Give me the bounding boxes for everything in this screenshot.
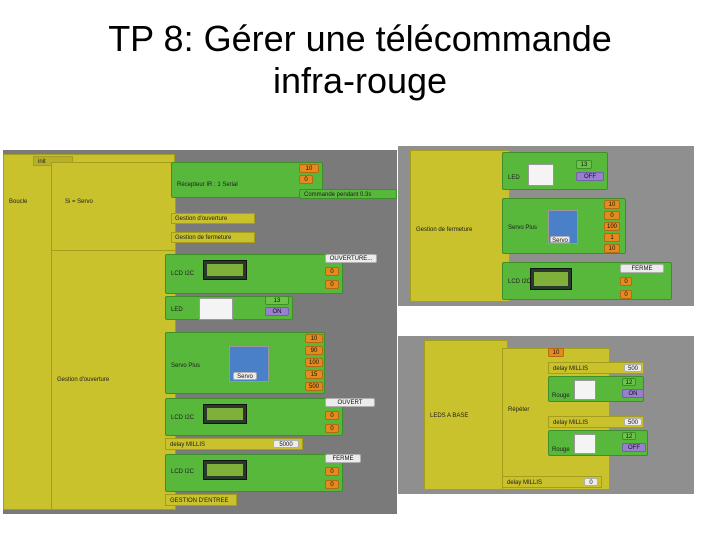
- rb-delay3-value[interactable]: 0: [584, 478, 598, 486]
- rb-led2-image: [574, 434, 596, 454]
- lcd1-block[interactable]: [165, 254, 343, 294]
- rt-lcd-text-field[interactable]: FERME: [620, 264, 664, 273]
- rt-servo-pin-field[interactable]: 10: [604, 200, 620, 209]
- delay-label: delay MILLIS: [170, 442, 206, 448]
- rt-lcd-label: LCD I2C: [508, 279, 532, 285]
- led-image: [199, 298, 233, 320]
- rt-servo-speed-field[interactable]: 100: [604, 222, 620, 231]
- rb-delay1-block[interactable]: delay MILLIS: [548, 362, 644, 374]
- rt-led-image: [528, 164, 554, 186]
- lcd3-block[interactable]: [165, 454, 343, 492]
- lcd3-image: [203, 460, 247, 480]
- right-top-block-editor[interactable]: Gestion de fermeture LED 13 OFF Servo Pl…: [398, 146, 694, 306]
- rt-servo-angle-field[interactable]: 0: [604, 211, 620, 220]
- leds-a-base-block[interactable]: [424, 340, 508, 490]
- rb-delay2-label: delay MILLIS: [553, 420, 589, 426]
- rb-delay3-label: delay MILLIS: [507, 480, 543, 486]
- rb-delay2-value[interactable]: 500: [624, 418, 642, 426]
- rb-led2-label: Rouge: [552, 447, 570, 453]
- rt-lcd-line-field[interactable]: 0: [620, 277, 632, 286]
- title-line-2: infra-rouge: [272, 60, 448, 101]
- lcd2-text-field[interactable]: OUVERT: [325, 398, 375, 407]
- gestion-entree-label: GESTION D'ENTREE: [170, 498, 229, 504]
- delay-value-field[interactable]: 5000: [273, 440, 299, 448]
- lcd2-block[interactable]: [165, 398, 343, 436]
- servo-label: Servo Plus: [171, 363, 201, 369]
- led-label: LED: [171, 307, 183, 313]
- recepteur-ir-block[interactable]: [171, 162, 323, 198]
- servo-speed-field[interactable]: 100: [305, 358, 323, 367]
- rt-led-label: LED: [508, 175, 520, 181]
- rt-servo-label: Servo Plus: [508, 225, 538, 231]
- lcd1-col-field[interactable]: 0: [325, 280, 339, 289]
- gestion-fermeture-label: Gestion de fermeture: [416, 227, 473, 233]
- leds-a-base-label: LEDS A BASE: [430, 413, 469, 419]
- lcd2-image: [203, 404, 247, 424]
- rt-led-state-field[interactable]: OFF: [576, 172, 604, 181]
- rb-delay1-value[interactable]: 500: [624, 364, 642, 372]
- servo-v3-field[interactable]: 500: [305, 382, 323, 391]
- left-block-editor[interactable]: init Boucle Si = Servo Récepteur IR : 1 …: [3, 150, 397, 514]
- lcd1-text-field[interactable]: OUVERTURE...: [325, 254, 377, 263]
- rb-led1-state[interactable]: ON: [622, 389, 644, 398]
- right-bottom-block-editor[interactable]: LEDS A BASE Répéter 10 delay MILLIS 500 …: [398, 336, 694, 494]
- rb-delay2-block[interactable]: delay MILLIS: [548, 416, 644, 428]
- rt-servo-v2-field[interactable]: 1: [604, 233, 620, 242]
- servo-chip: Servo: [233, 372, 257, 380]
- lcd2-col-field[interactable]: 0: [325, 424, 339, 433]
- servo-v2-field[interactable]: 15: [305, 370, 323, 379]
- lcd3-label: LCD I2C: [171, 469, 195, 475]
- rb-led1-pin[interactable]: 12: [622, 378, 636, 386]
- repeter-count-field[interactable]: 10: [548, 348, 564, 357]
- rb-led1-image: [574, 380, 596, 400]
- si-block[interactable]: [51, 162, 176, 254]
- gestion-entree-block[interactable]: GESTION D'ENTREE: [165, 494, 237, 506]
- ir-pin-value[interactable]: 10: [299, 164, 319, 173]
- rt-led-pin-field[interactable]: 13: [576, 160, 592, 169]
- init-label: init: [38, 159, 46, 165]
- gestion-ouverture-label: Gestion d'ouverture: [57, 377, 110, 383]
- repeter-label: Répéter: [508, 407, 530, 413]
- lcd3-col-field[interactable]: 0: [325, 480, 339, 489]
- lcd1-line-field[interactable]: 0: [325, 267, 339, 276]
- recepteur-label: Récepteur IR : 1 Serial: [177, 182, 238, 188]
- si-label: Si = Servo: [65, 199, 93, 205]
- gestion-fermeture-call[interactable]: Gestion de fermeture: [171, 232, 255, 243]
- rb-delay3-block[interactable]: delay MILLIS: [502, 476, 602, 488]
- lcd3-text-field[interactable]: FERME: [325, 454, 361, 463]
- lcd2-line-field[interactable]: 0: [325, 411, 339, 420]
- gestion-ouverture-block[interactable]: [51, 250, 176, 510]
- rb-led1-label: Rouge: [552, 393, 570, 399]
- delay-millis-block[interactable]: delay MILLIS: [165, 438, 303, 450]
- rb-delay1-label: delay MILLIS: [553, 366, 589, 372]
- lcd1-label: LCD I2C: [171, 271, 195, 277]
- rb-led2-state[interactable]: OFF: [622, 443, 646, 452]
- lcd2-label: LCD I2C: [171, 415, 195, 421]
- commande-block[interactable]: Commande pendant 0.3s: [299, 189, 397, 199]
- ir-pin2-value[interactable]: 0: [299, 175, 313, 184]
- slide-title: TP 8: Gérer une télécommande infra-rouge: [0, 18, 720, 102]
- boucle-label: Boucle: [9, 199, 28, 205]
- rt-lcd-image: [530, 268, 572, 290]
- servo-pin-field[interactable]: 10: [305, 334, 323, 343]
- lcd3-line-field[interactable]: 0: [325, 467, 339, 476]
- rt-servo-chip: Servo: [550, 236, 570, 244]
- led-state-field[interactable]: ON: [265, 307, 289, 316]
- rt-led-block[interactable]: [502, 152, 608, 190]
- rt-lcd-col-field[interactable]: 0: [620, 290, 632, 299]
- commande-label: Commande pendant 0.3s: [304, 192, 372, 198]
- rb-led2-pin[interactable]: 12: [622, 432, 636, 440]
- gestion-fermeture-block[interactable]: [410, 150, 510, 302]
- title-line-1: TP 8: Gérer une télécommande: [108, 18, 612, 59]
- lcd1-image: [203, 260, 247, 280]
- servo-angle-field[interactable]: 90: [305, 346, 323, 355]
- gestion-avant-block[interactable]: Gestion d'ouverture: [171, 213, 255, 224]
- led-pin-field[interactable]: 13: [265, 296, 289, 305]
- rt-servo-v3-field[interactable]: 10: [604, 244, 620, 253]
